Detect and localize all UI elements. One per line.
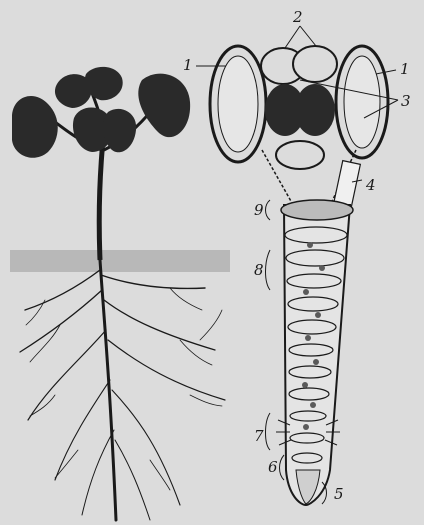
central-mass-right	[295, 84, 335, 136]
callout-label-4: 4	[365, 176, 376, 194]
callout-label-5: 5	[334, 485, 344, 503]
callout-label-3: 3	[401, 92, 411, 110]
top-cell-right	[293, 46, 337, 82]
callout-label-1-left: 1	[183, 56, 193, 74]
callout-label-1-right: 1	[400, 60, 410, 78]
callout-label-9: 9	[254, 201, 264, 219]
callout-label-6: 6	[268, 458, 278, 476]
callout-label-7: 7	[254, 427, 264, 445]
callout-label-2: 2	[292, 8, 303, 26]
root-top-ring	[281, 200, 353, 220]
callout-label-8: 8	[254, 261, 264, 279]
lower-middle-cell	[276, 141, 324, 169]
cell-inner-left	[218, 56, 258, 152]
cell-inner-right	[344, 56, 380, 148]
soil-surface	[10, 250, 230, 272]
